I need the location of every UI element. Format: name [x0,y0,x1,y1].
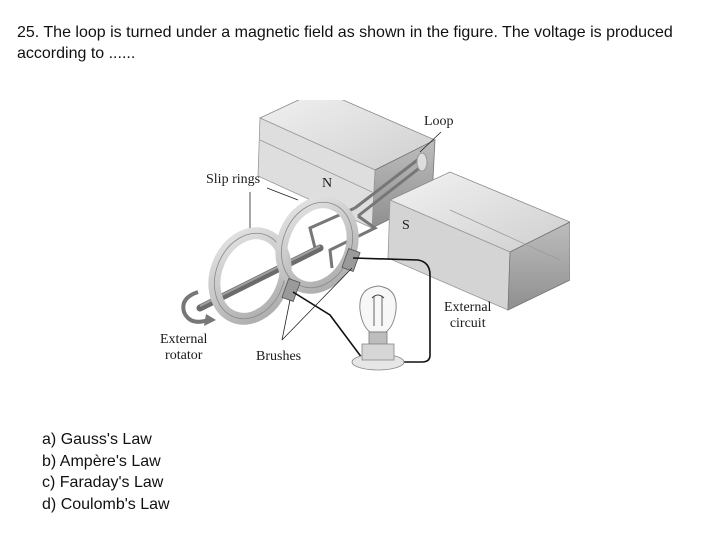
brushes [281,248,361,302]
external-circuit-label-line2: circuit [449,316,486,331]
external-circuit-label: External circuit [444,300,491,332]
ac-generator-diagram [181,89,571,371]
rotation-arrow [181,290,216,326]
brushes-label: Brushes [256,349,302,364]
option-d-text: Coulomb's Law [60,495,170,513]
label-leaders [249,131,442,341]
option-c-letter: c) [42,474,56,491]
generator-figure: Loop Slip rings N S External circuit Ext… [150,89,571,380]
option-b-letter: b) [42,452,57,470]
light-bulb [351,285,405,371]
loop-label: Loop [424,114,454,129]
option-c[interactable]: c) Faraday's Law [42,472,170,494]
south-pole-label: S [402,218,410,233]
external-rotator-label-line2: rotator [165,348,203,363]
external-rotator-label: External rotator [160,332,207,364]
option-c-text: Faraday's Law [59,474,164,491]
option-b[interactable]: b) Ampère's Law [42,451,170,473]
option-a-letter: a) [42,431,57,448]
option-a[interactable]: a) Gauss's Law [42,429,170,451]
question-number: 25. [17,24,40,41]
south-magnet [387,171,571,311]
slip-ring-left [208,227,292,325]
option-b-text: Ampère's Law [59,452,161,470]
external-rotator-label-line1: External [160,332,208,347]
north-pole-label: N [322,176,333,191]
question-body: The loop is turned under a magnetic fiel… [17,24,673,62]
slip-rings-label: Slip rings [206,172,261,187]
question-text: 25. The loop is turned under a magnetic … [17,22,687,64]
option-d-letter: d) [42,495,57,513]
option-a-text: Gauss's Law [60,431,152,448]
external-circuit-label-line1: External [444,300,492,315]
option-d[interactable]: d) Coulomb's Law [42,494,170,516]
answer-options: a) Gauss's Law b) Ampère's Law c) Farada… [42,429,170,515]
